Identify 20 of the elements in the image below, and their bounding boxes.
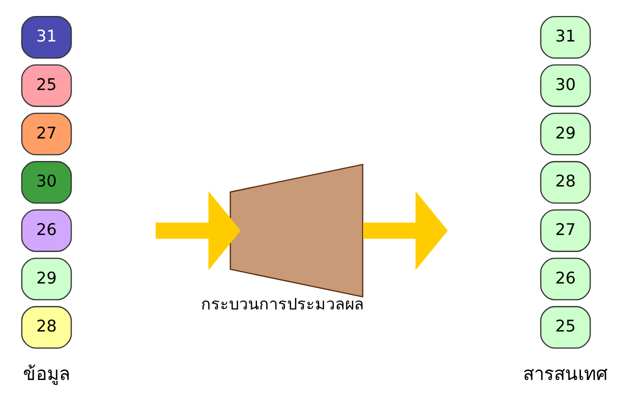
node-box: 27 xyxy=(540,209,591,252)
node-box: 29 xyxy=(540,112,591,156)
node-box: 26 xyxy=(540,258,591,300)
node-box: 30 xyxy=(540,64,591,107)
node-box: 30 xyxy=(21,161,72,204)
node-trapezium xyxy=(230,164,364,298)
node-box: 25 xyxy=(540,306,591,349)
node-box: 31 xyxy=(540,16,591,59)
node-box: 31 xyxy=(21,16,72,59)
node-box: 26 xyxy=(21,209,72,252)
arrow xyxy=(156,191,241,270)
arrow xyxy=(363,191,448,270)
node-box: 27 xyxy=(21,112,72,156)
node-box: 28 xyxy=(540,161,591,204)
node-box: 29 xyxy=(21,258,72,300)
label: สารสนเทศ xyxy=(522,364,608,386)
node-label: กระบวนการประมวลผล xyxy=(201,294,364,314)
node-box: 25 xyxy=(21,64,72,107)
node-box: 28 xyxy=(21,306,72,349)
label: ข้อมูล xyxy=(23,364,70,386)
